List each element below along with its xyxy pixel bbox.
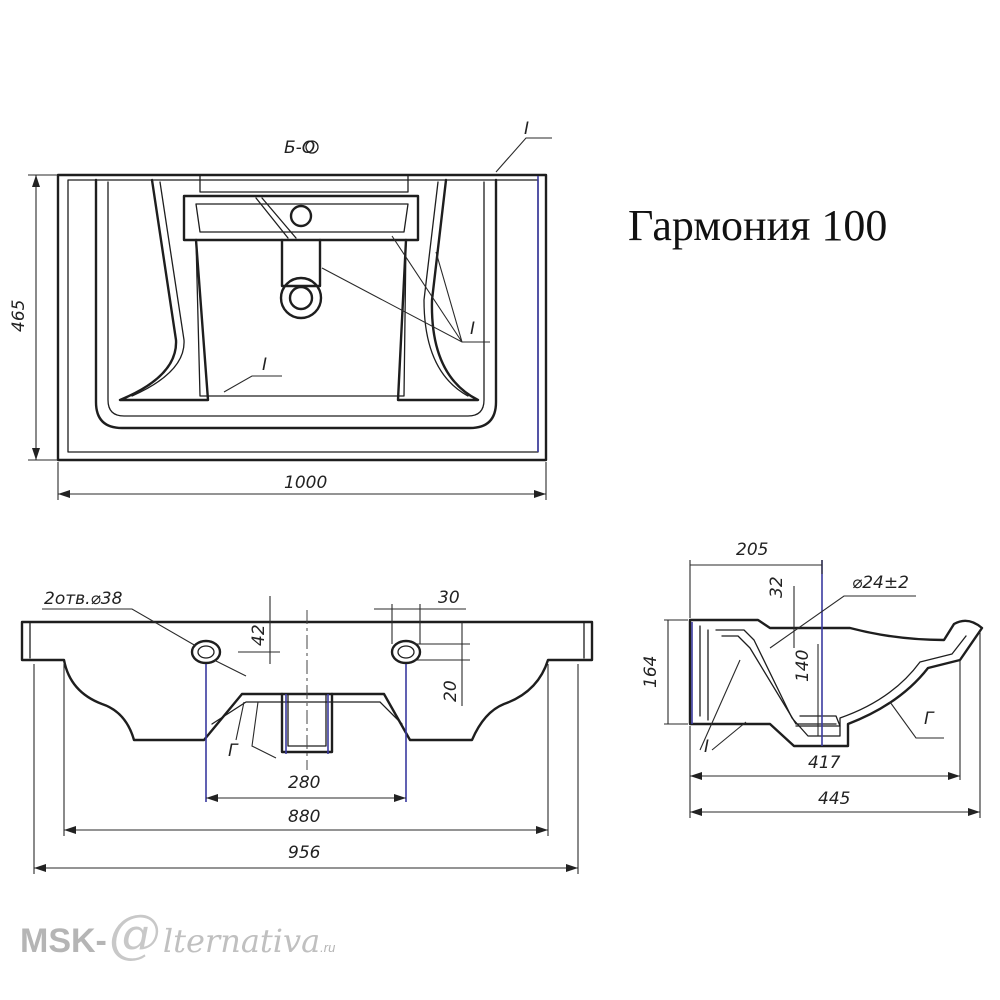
svg-text:140: 140 [793,650,813,682]
side-view: 205 32 ⌀24±2 164 140 I Г 417 445 [641,540,984,818]
top-outer-rim [56,173,548,462]
at-sign-icon: @ [108,905,161,965]
top-width-dim: 1000 [284,473,327,493]
svg-text:880: 880 [288,807,320,827]
watermark: MSK-@lternativa.ru [20,905,336,965]
holes-label: 2отв.⌀38 [44,589,123,609]
product-title: Гармония 100 [628,201,888,250]
front-outline [20,620,594,742]
svg-text:445: 445 [818,789,850,809]
top-view: Б-О I I I 1000 465 [9,119,552,500]
svg-text:I: I [524,119,529,139]
svg-text:32: 32 [767,576,787,598]
front-view: 2отв.⌀38 42 30 20 Г 280 880 956 [20,588,594,874]
top-depth-dim: 465 [9,300,29,332]
svg-text:280: 280 [288,773,320,793]
svg-text:42: 42 [249,624,269,646]
svg-text:205: 205 [736,540,768,560]
svg-text:20: 20 [441,680,461,702]
svg-text:30: 30 [438,588,460,608]
svg-text:I: I [470,319,475,339]
svg-text:956: 956 [288,843,321,863]
svg-text:Г: Г [228,741,239,761]
svg-text:I: I [262,355,267,375]
svg-text:I: I [704,737,709,757]
side-outline [688,618,984,748]
svg-text:164: 164 [641,656,661,688]
svg-text:417: 417 [808,753,841,773]
svg-text:Г: Г [924,709,935,729]
svg-text:⌀24±2: ⌀24±2 [852,573,909,593]
top-bowl-outline [94,178,498,430]
